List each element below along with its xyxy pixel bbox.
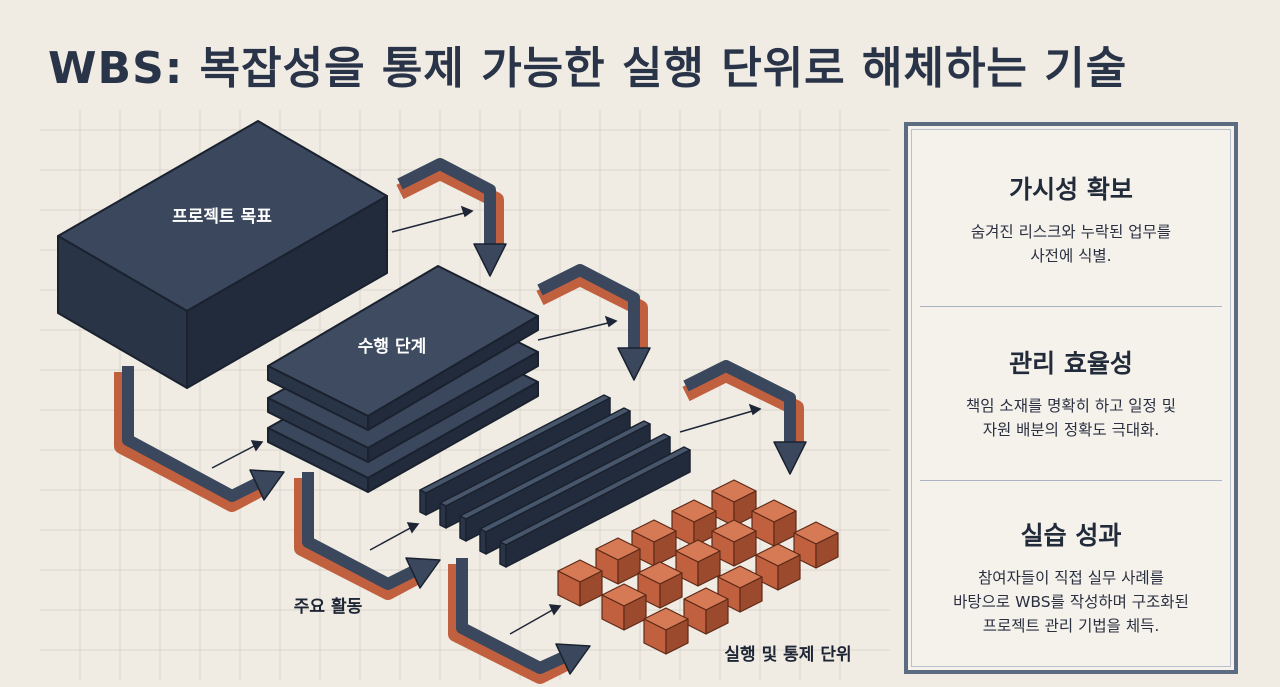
decompose-arrows xyxy=(396,158,807,475)
control-unit-label: 실행 및 통제 단위 xyxy=(724,645,851,665)
project-goal-label: 프로젝트 목표 xyxy=(172,207,272,227)
efficiency-heading: 관리 효율성 xyxy=(1009,349,1133,378)
activity-bars xyxy=(419,394,691,568)
visibility-body: 숨겨진 리스크와 누락된 업무를 사전에 식별. xyxy=(970,223,1172,265)
thin-arrows xyxy=(211,205,762,635)
divider xyxy=(920,306,1222,307)
benefits-panel: 가시성 확보 숨겨진 리스크와 누락된 업무를 사전에 식별. 관리 효율성 책… xyxy=(904,122,1238,674)
project-goal-block xyxy=(57,120,388,389)
outcome-body: 참여자들이 직접 실무 사례를 바탕으로 WBS를 작성하며 구조화된 프로젝트… xyxy=(953,569,1189,635)
divider xyxy=(920,480,1222,481)
efficiency-section: 관리 효율성 책임 소재를 명확히 하고 일정 및 자원 배분의 정확도 극대화… xyxy=(908,344,1234,442)
outcome-section: 실습 성과 참여자들이 직접 실무 사례를 바탕으로 WBS를 작성하며 구조화… xyxy=(908,516,1234,638)
page-title: WBS: 복잡성을 통제 가능한 실행 단위로 해체하는 기술 xyxy=(48,43,1128,94)
efficiency-body: 책임 소재를 명확히 하고 일정 및 자원 배분의 정확도 극대화. xyxy=(965,397,1177,439)
activity-label: 주요 활동 xyxy=(294,596,363,617)
flow-arrows xyxy=(114,366,591,684)
phase-label: 수행 단계 xyxy=(358,337,426,357)
visibility-section: 가시성 확보 숨겨진 리스크와 누락된 업무를 사전에 식별. xyxy=(908,170,1234,268)
outcome-heading: 실습 성과 xyxy=(1020,521,1122,550)
wbs-diagram: 프로젝트 목표 수행 단계 주요 활동 xyxy=(40,110,890,684)
visibility-heading: 가시성 확보 xyxy=(1009,175,1133,204)
phase-plates xyxy=(267,265,539,493)
